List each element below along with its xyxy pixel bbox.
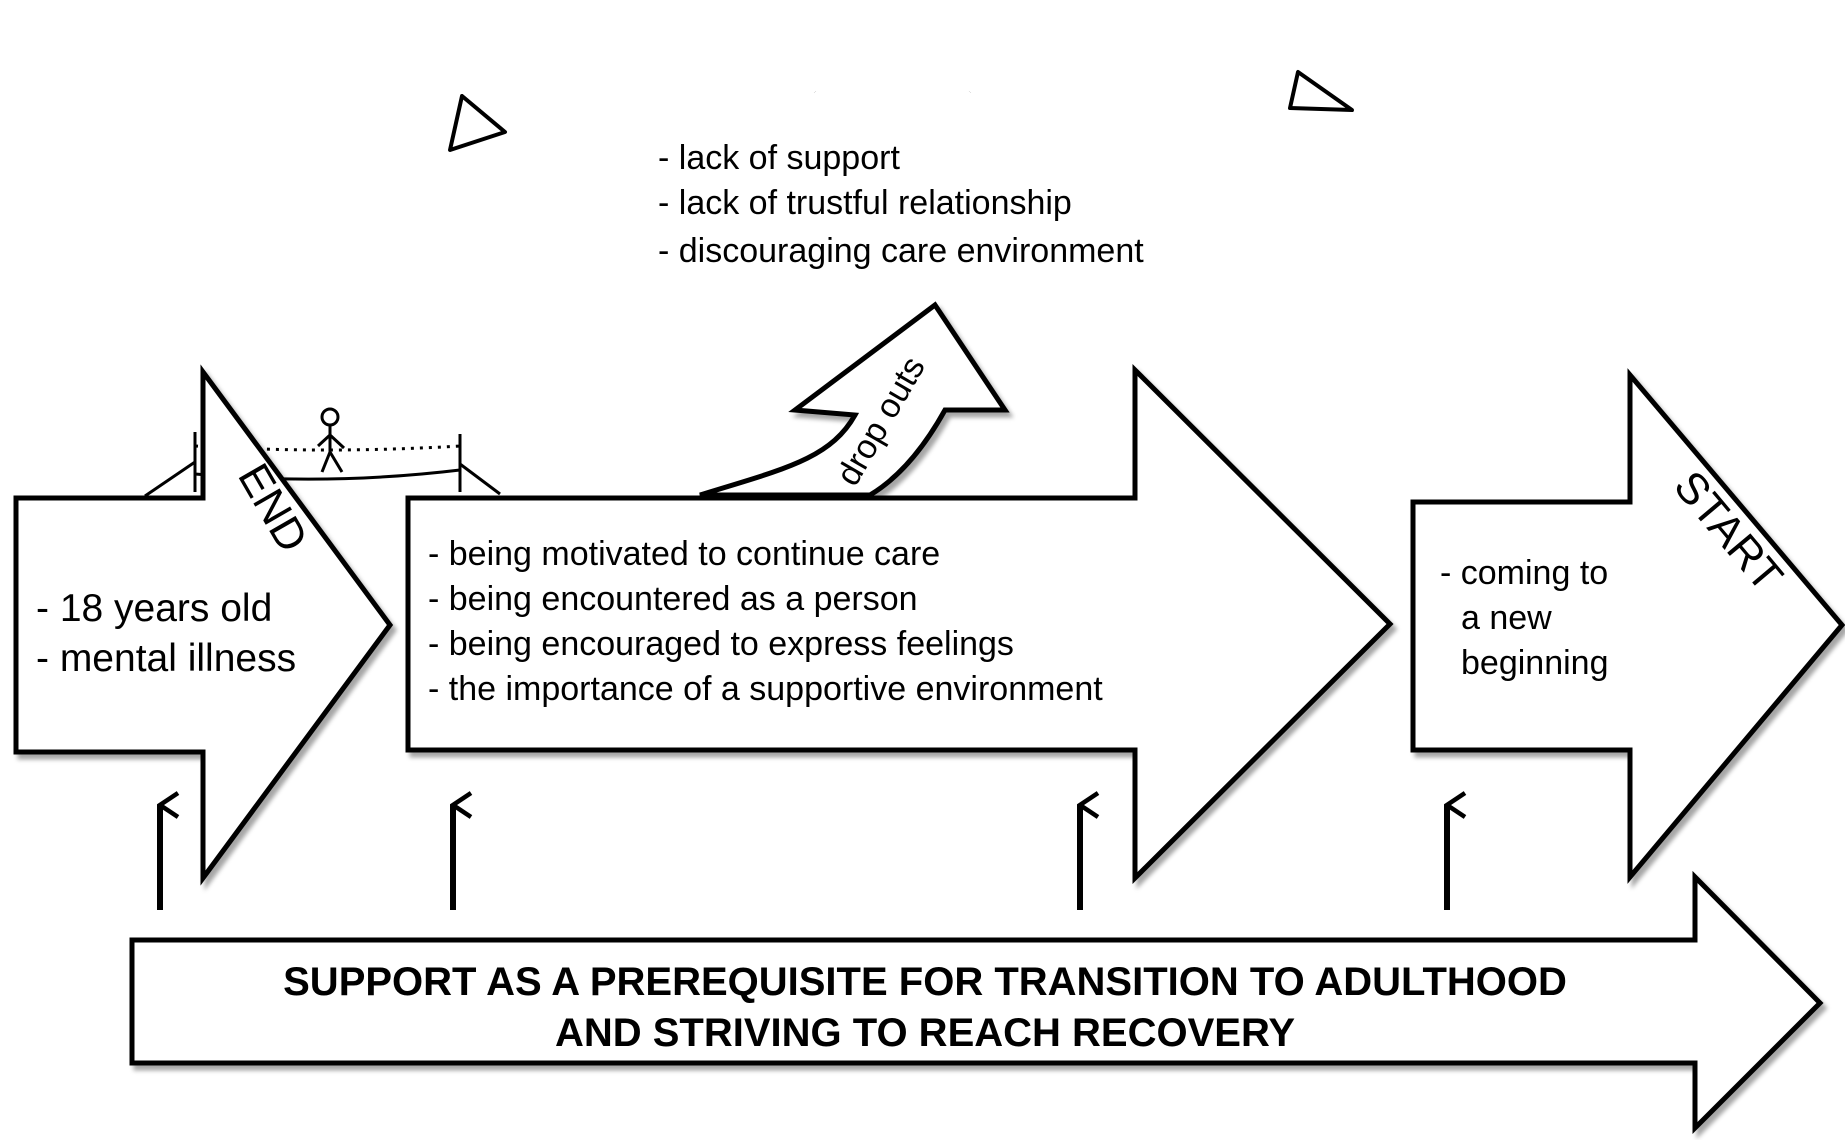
curved-arrow-right-icon — [963, 21, 1354, 112]
barrier-factor: - discouraging care environment — [658, 232, 1144, 270]
tightrope-walker-icon — [144, 407, 501, 498]
curved-arrow-left-icon — [448, 23, 822, 152]
middle-arrow-item: - being encountered as a person — [428, 580, 918, 618]
barrier-factors-list: - lack of support - lack of trustful rel… — [658, 139, 1144, 270]
end-arrow-item: - 18 years old — [36, 587, 272, 630]
start-arrow-item: beginning — [1461, 644, 1608, 682]
barrier-factor: - lack of support — [658, 139, 900, 177]
start-arrow: START - coming to a new beginning — [1410, 368, 1845, 884]
end-arrow: END - 18 years old - mental illness — [13, 364, 394, 886]
start-arrow-item: a new — [1461, 599, 1552, 637]
dropout-arrow: drop outs — [699, 301, 1010, 498]
middle-arrow-item: - the importance of a supportive environ… — [428, 670, 1103, 708]
end-arrow-item: - mental illness — [36, 637, 296, 680]
support-banner-line: AND STRIVING TO REACH RECOVERY — [555, 1011, 1295, 1055]
barrier-factor: - lack of trustful relationship — [658, 184, 1072, 222]
support-banner-line: SUPPORT AS A PREREQUISITE FOR TRANSITION… — [283, 960, 1567, 1004]
middle-arrow-item: - being motivated to continue care — [428, 535, 940, 573]
support-banner-arrow: SUPPORT AS A PREREQUISITE FOR TRANSITION… — [129, 870, 1824, 1135]
middle-arrow-item: - being encouraged to express feelings — [428, 625, 1014, 663]
middle-arrow: - being motivated to continue care - bei… — [405, 363, 1394, 885]
start-arrow-item: - coming to — [1440, 554, 1608, 592]
